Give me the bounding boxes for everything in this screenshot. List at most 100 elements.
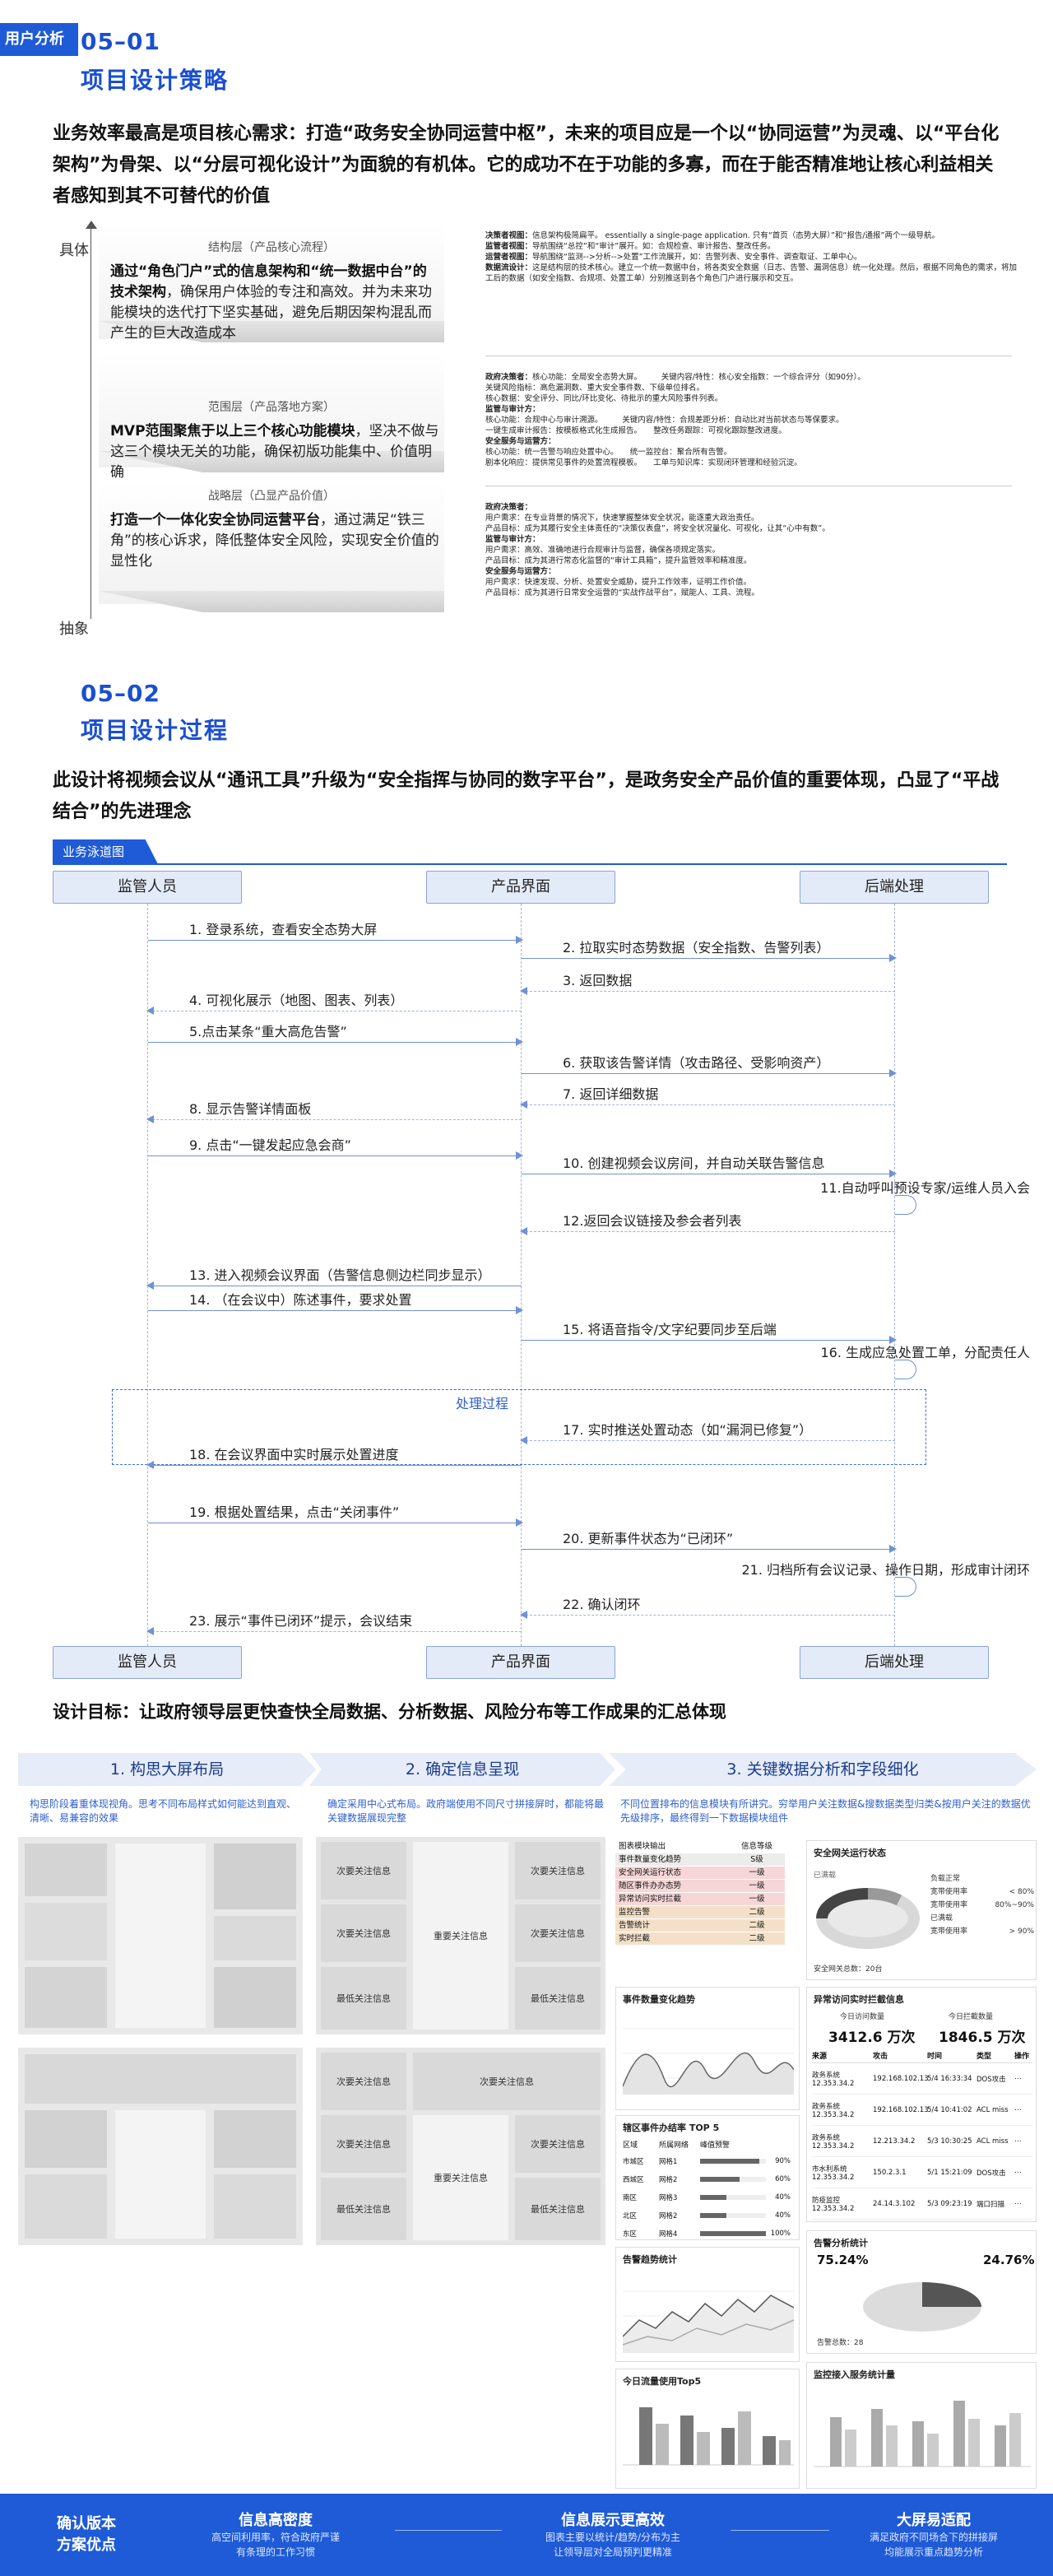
row-action-icon[interactable]: ⋯ — [1014, 2168, 1022, 2177]
detail-text: 一键生成审计报告：按模板格式化生成报告。 整改任务跟踪：可视化跟踪整改进度。 — [485, 426, 786, 435]
section-title: 项目设计过程 — [81, 717, 230, 744]
section-lead: 业务效率最高是项目核心需求：打造“政务安全协同运营中枢”，未来的项目应是一个以“… — [53, 123, 1000, 207]
self-call-arrow — [895, 1360, 916, 1379]
message-label: 11.自动呼叫预设专家/运维人员入会 — [820, 1180, 1030, 1196]
layer-scope-bg — [99, 352, 444, 467]
layer-strategy-bg — [99, 482, 444, 604]
progress-track — [700, 2213, 766, 2218]
table-cell: 防疫监控 12.353.34.2 — [812, 2196, 855, 2213]
detail-heading: 安全服务与运营方： — [485, 437, 556, 446]
lane-foot-regulator: 监管人员 — [53, 1646, 242, 1679]
lifeline-backend — [894, 904, 895, 1646]
table-cell: 随区事件办办态势 — [619, 1881, 682, 1890]
layout-cell-least: 最低关注信息 — [321, 2178, 406, 2240]
detail-line: 核心功能：合规中心与审计溯源。 关键内容/特性：合规差距分析：自动比对当前状态与… — [485, 415, 1020, 425]
step-1: 1. 构思大屏布局 — [18, 1753, 316, 1786]
axis-line — [90, 224, 91, 619]
message-label: 12.返回会议链接及参会者列表 — [563, 1213, 742, 1229]
table-cell: 24.14.3.102 — [873, 2199, 916, 2208]
message-label: 8. 显示告警详情面板 — [189, 1101, 312, 1117]
row-action-icon[interactable]: ⋯ — [1014, 2105, 1022, 2114]
message-arrow — [146, 1461, 522, 1469]
message-label: 14. （在会议中）陈述事件，要求处置 — [189, 1292, 412, 1308]
message-arrow — [146, 1115, 522, 1123]
conclusion-banner: 确认版本 方案优点 信息高密度 高空间利用率，符合政府严谨 有条理的工作习惯 信… — [0, 2494, 1053, 2576]
detail-text: 信息架构极简扁平。 essentially a single-page appl… — [532, 231, 939, 240]
message-label: 19. 根据处置结果，点击“关闭事件” — [189, 1504, 400, 1520]
layer-structure-title: 结构层（产品核心流程） — [208, 241, 335, 254]
table-cell: 5/3 09:23:19 — [927, 2199, 972, 2208]
message-label: 1. 登录系统，查看安全态势大屏 — [189, 922, 378, 937]
detail-text: 核心功能：统一告警与响应处置中心。 统一监控台：聚合所有告警。 — [485, 448, 732, 457]
table-cell: S级 — [750, 1855, 763, 1864]
table-cell: 政务系统 12.353.34.2 — [812, 2133, 855, 2151]
detail-line: 核心功能：统一告警与响应处置中心。 统一监控台：聚合所有告警。 — [485, 447, 1020, 458]
section-tag: 用户分析 — [0, 23, 78, 56]
detail-line: 产品目标：成为其进行常态化监督的“审计工具箱”，提升监管效率和精准度。 — [485, 556, 1020, 566]
row-action-icon[interactable]: ⋯ — [1014, 2074, 1022, 2083]
self-call-arrow — [895, 1195, 916, 1215]
message-arrow — [522, 1069, 897, 1077]
detail-line: 数据流设计：这是结构层的技术核心。建立一个统一数据中台，将各类安全数据（日志、告… — [485, 263, 1020, 284]
message-arrow — [146, 1627, 522, 1635]
message-arrow — [520, 1227, 895, 1235]
layout-cell-secondary: 次要关注信息 — [413, 2053, 601, 2110]
legend-row: 宽带使用率< 80% — [930, 1887, 1034, 1897]
process-box — [112, 1389, 926, 1465]
table-header-cell: 峰值预警 — [700, 2141, 731, 2150]
process-label: 处理过程 — [456, 1396, 509, 1411]
table-cell: DOS攻击 — [976, 2075, 1006, 2084]
wireframe-a — [18, 1837, 303, 2034]
section-number: 05–01 — [81, 28, 160, 55]
legend-text: 宽带使用率 — [930, 1927, 968, 1936]
row-action-icon[interactable]: ⋯ — [1014, 2137, 1022, 2146]
message-label: 7. 返回详细数据 — [563, 1086, 659, 1102]
table-row: 告警统计二级 — [615, 1919, 785, 1932]
progress-track — [700, 2159, 766, 2164]
message-label: 15. 将语音指令/文字纪要同步至后端 — [563, 1322, 777, 1337]
trend-title: 事件数量变化趋势 — [623, 1994, 695, 2005]
axis-top-label: 具体 — [59, 242, 89, 259]
table-header-cell: 类型 — [976, 2053, 992, 2061]
access-chart — [814, 2401, 1031, 2467]
axis-arrow-icon — [86, 221, 97, 229]
message-arrow — [148, 1306, 523, 1314]
table-header-cell: 来源 — [812, 2053, 828, 2061]
table-cell: 政务系统 12.353.34.2 — [812, 2071, 855, 2088]
alarm-analysis-card: 告警分析统计 75.24% 24.76% 告警总数：28 — [806, 2230, 1037, 2354]
legend-text: 负载正常 — [930, 1875, 961, 1883]
alarm-trend-title: 告警趋势统计 — [623, 2254, 677, 2265]
detail-line: 用户需求：在专业背景的情况下，快速掌握整体安全状况，能逐重大政治责任。 — [485, 513, 1020, 523]
detail-heading: 运营者视图： — [485, 253, 533, 262]
detail-text: 用户需求：在专业背景的情况下，快速掌握整体安全状况，能逐重大政治责任。 — [485, 514, 759, 523]
alarm-pie — [863, 2282, 981, 2332]
progress-fill — [700, 2177, 740, 2182]
table-cell: 异常访问实时拦截 — [619, 1895, 682, 1904]
message-arrow — [522, 1545, 897, 1553]
detail-text: 导航围绕“监测-->分析-->处置”工作流展开，如：告警列表、安全事件、调查取证… — [532, 253, 862, 262]
detail-text: 产品目标：成为其进行常态化监督的“审计工具箱”，提升监管效率和精准度。 — [485, 556, 752, 565]
area-cell: 南区 — [623, 2194, 638, 2202]
table-row: 监控告警二级 — [615, 1906, 785, 1919]
row-action-icon[interactable]: ⋯ — [1014, 2199, 1022, 2208]
message-arrow — [148, 936, 523, 944]
message-label: 17. 实时推送处置动态（如“漏洞已修复”） — [563, 1422, 813, 1438]
table-header-cell: 操作 — [1014, 2053, 1030, 2061]
intercept-block-label: 今日拦截数量 — [949, 2013, 994, 2021]
detail-heading: 政府决策者： — [485, 373, 533, 382]
gateway-state: 已满载 — [814, 1872, 837, 1880]
area-cell: 北区 — [623, 2212, 638, 2220]
message-arrow — [520, 1436, 895, 1444]
step-2: 2. 确定信息呈现 — [309, 1753, 615, 1786]
gateway-footer: 安全网关总数：20台 — [814, 1965, 883, 1974]
intercept-title: 异常访问实时拦截信息 — [814, 1994, 904, 2005]
message-label: 22. 确认闭环 — [563, 1597, 641, 1612]
section-number: 05–02 — [81, 680, 160, 707]
table-cell: 12.213.34.2 — [873, 2137, 916, 2146]
detail-line: 安全服务与运营方： — [485, 436, 1020, 447]
